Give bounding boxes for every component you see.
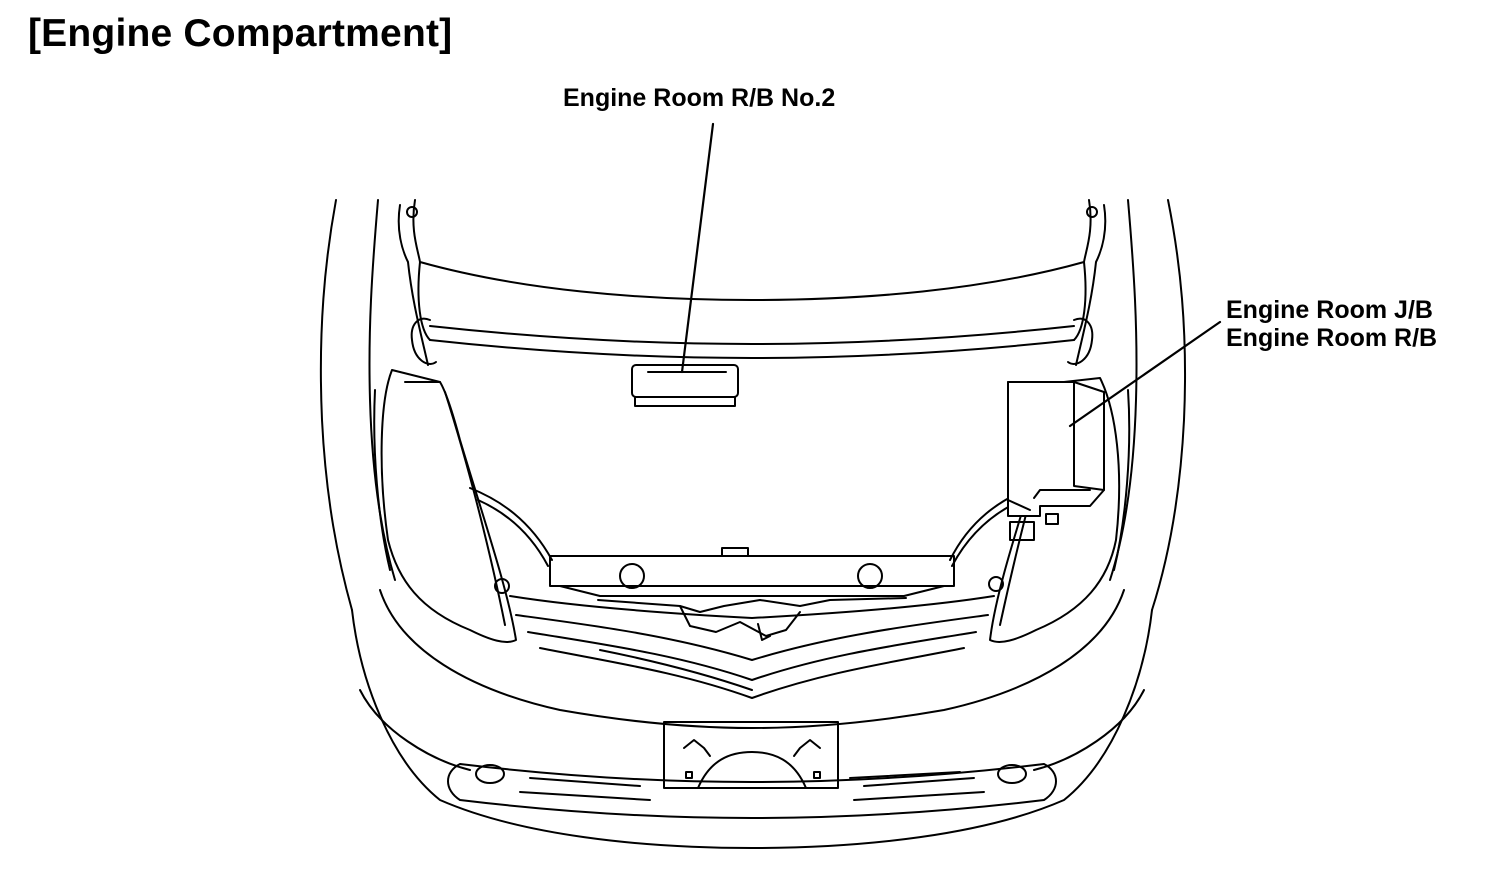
label-engine-room-rb: Engine Room R/B [1226, 324, 1438, 352]
hood-opening [397, 199, 1107, 366]
engine-room-jb-rb-box [1007, 381, 1105, 541]
diagram-title: [Engine Compartment] [28, 12, 453, 55]
label-engine-room-rb-no2: Engine Room R/B No.2 [563, 84, 836, 112]
engine-room-rb-no2-box [631, 364, 739, 407]
radiator-support [469, 487, 1031, 641]
left-fog-lamp [475, 764, 505, 784]
lower-intake [447, 763, 1057, 819]
label-engine-room-jb: Engine Room J/B [1226, 296, 1433, 324]
leader-line-jb-rb [1068, 320, 1222, 428]
leader-line-rb-no2 [680, 122, 715, 374]
right-fog-lamp [997, 764, 1027, 784]
left-headlamp [373, 369, 517, 643]
license-plate-mount [663, 721, 839, 789]
front-grille [515, 614, 989, 699]
